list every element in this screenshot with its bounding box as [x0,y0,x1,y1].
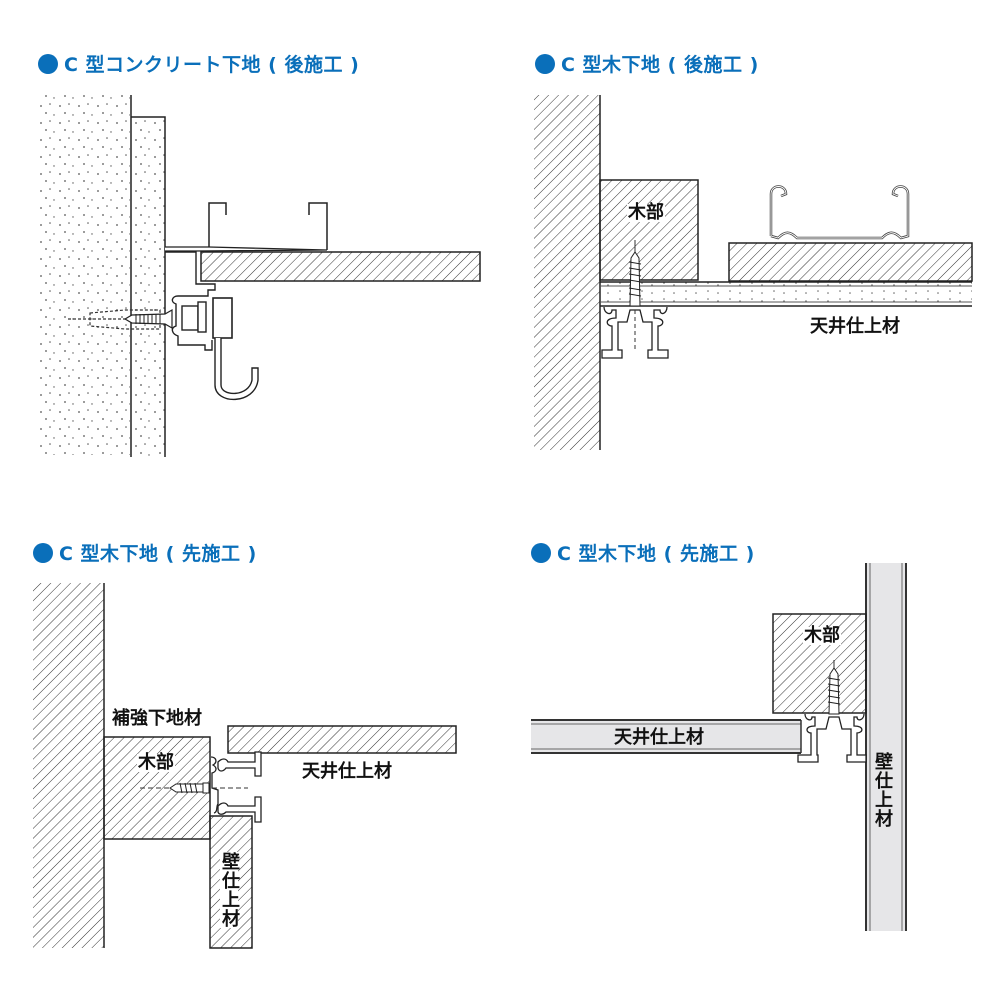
ceiling-board [200,251,481,282]
label-wall-finish: 壁仕上材 [219,852,240,928]
diagram-title-wood-post: C 型木下地 ( 後施工 ) [535,50,759,77]
bullet-dot-icon [38,53,58,74]
label-wood: 木部 [137,752,175,773]
diagram-title-wood-pre-right: C 型木下地 ( 先施工 ) [531,539,755,566]
diagram-title-concrete-post: C 型コンクリート下地 ( 後施工 ) [38,50,359,77]
bullet-dot-icon [535,53,555,74]
wall-finish-panel [866,563,906,931]
title-text: C 型木下地 ( 後施工 ) [561,54,759,76]
label-ceiling-finish: 天井仕上材 [302,761,392,782]
bullet-dot-icon [531,542,551,563]
structural-wall [534,95,600,450]
diagram-title-wood-pre-left: C 型木下地 ( 先施工 ) [33,539,257,566]
label-reinforcement: 補強下地材 [112,708,202,729]
structural-wall [33,583,104,948]
wood-block [599,179,699,281]
insulation-board [728,242,973,282]
concrete-wall [40,95,130,455]
title-text: C 型木下地 ( 先施工 ) [557,543,755,565]
label-wood: 木部 [803,625,841,646]
ceiling-board [227,725,457,754]
diagram-wood-pre-right [531,563,907,931]
label-ceiling-finish: 天井仕上材 [810,316,900,337]
title-text: C 型木下地 ( 先施工 ) [59,543,257,565]
diagram-wood-post [534,95,973,450]
diagram-concrete-post [40,95,481,457]
label-wall-finish: 壁仕上材 [872,752,893,828]
label-wood: 木部 [627,202,665,223]
title-text: C 型コンクリート下地 ( 後施工 ) [64,54,360,76]
bullet-dot-icon [33,542,53,563]
diagram-wood-pre-left [33,583,457,949]
ceiling-panel [531,720,801,753]
label-ceiling-finish: 天井仕上材 [614,727,704,748]
